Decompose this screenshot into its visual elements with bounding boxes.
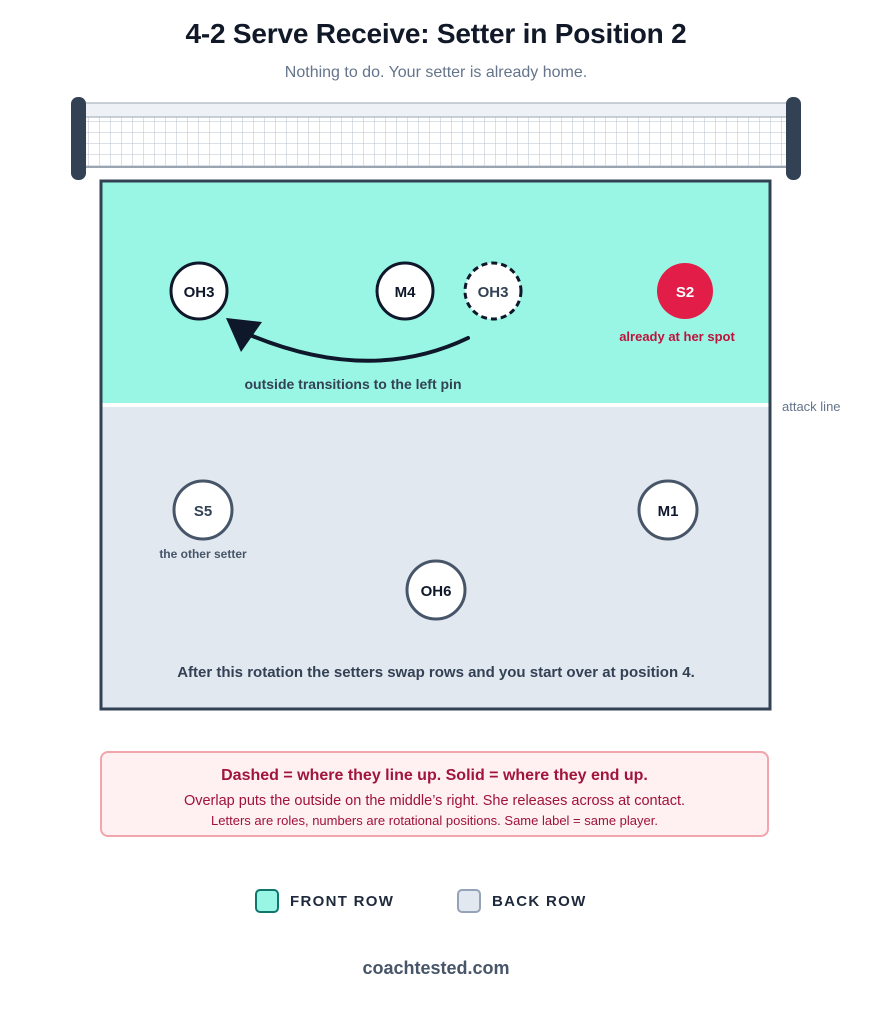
- callout-line-2: Letters are roles, numbers are rotationa…: [211, 813, 658, 828]
- page-subtitle: Nothing to do. Your setter is already ho…: [284, 64, 588, 81]
- player-label: OH6: [421, 583, 452, 600]
- net-post-left: [71, 97, 86, 180]
- front-row-swatch: [255, 889, 279, 913]
- player-oh3-start: OH3: [463, 261, 523, 321]
- player-s2: S2: [657, 263, 713, 319]
- player-s5: S5: [172, 479, 234, 541]
- rotation-note: After this rotation the setters swap row…: [177, 664, 695, 681]
- transition-arrow: [226, 318, 470, 363]
- key-callout: Dashed = where they line up. Solid = whe…: [100, 751, 769, 837]
- legend-back-row: BACK ROW: [457, 887, 587, 915]
- player-label: OH3: [184, 284, 215, 301]
- site-footer[interactable]: coachtested.com: [362, 958, 510, 978]
- player-label: M1: [658, 503, 679, 520]
- back-row-swatch: [457, 889, 481, 913]
- net-post-right: [786, 97, 801, 180]
- player-label: S5: [194, 503, 212, 520]
- legend-front-row: FRONT ROW: [255, 887, 394, 915]
- callout-line-1: Overlap puts the outside on the middle’s…: [183, 793, 686, 809]
- player-label: OH3: [478, 284, 509, 301]
- legend-back-label: BACK ROW: [492, 892, 587, 910]
- player-oh3-final: OH3: [169, 261, 229, 321]
- player-m4: M4: [375, 261, 435, 321]
- court-diagram: attack line outside transitions to the l…: [71, 97, 841, 711]
- callout-heading: Dashed = where they line up. Solid = whe…: [221, 767, 648, 784]
- court-boundary: [99, 179, 772, 711]
- player-oh6: OH6: [405, 559, 467, 621]
- attack-line-label: attack line: [782, 399, 841, 414]
- s5-note: the other setter: [159, 547, 247, 561]
- arrow-note: outside transitions to the left pin: [245, 376, 462, 392]
- net: [71, 97, 801, 180]
- page-title: 4-2 Serve Receive: Setter in Position 2: [185, 18, 687, 49]
- player-m1: M1: [637, 479, 699, 541]
- legend-front-label: FRONT ROW: [290, 892, 395, 910]
- player-label: S2: [676, 284, 694, 301]
- player-label: M4: [395, 284, 416, 301]
- back-row-zone: [101, 405, 770, 709]
- s2-note: already at her spot: [619, 329, 735, 344]
